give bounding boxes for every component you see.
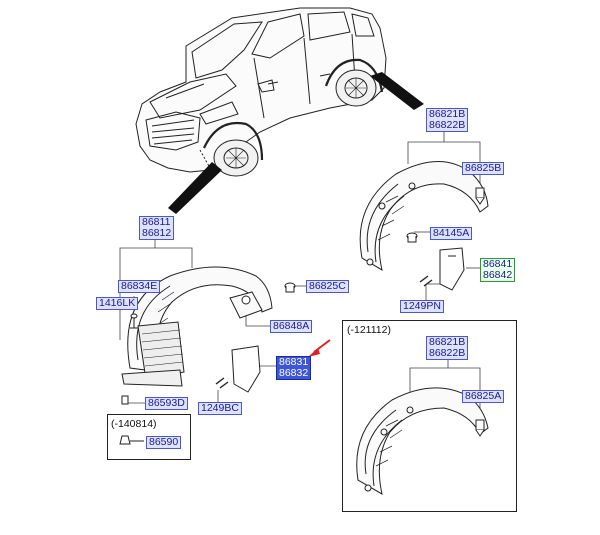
part-number-86811: 86811 bbox=[142, 216, 171, 228]
part-number-86842: 86842 bbox=[483, 269, 513, 281]
part-label-86593D[interactable]: 86593D bbox=[145, 397, 188, 410]
part-number-86821B: 86821B bbox=[429, 108, 466, 120]
part-label-1249BC[interactable]: 1249BC bbox=[198, 402, 242, 415]
date-note-right: (-121112) bbox=[347, 324, 391, 336]
inset-wheel-liner bbox=[356, 387, 489, 496]
part-label-86848A[interactable]: 86848A bbox=[270, 320, 313, 333]
part-number-86822B-inset: 86822B bbox=[429, 347, 466, 359]
rear-callout-wedge bbox=[370, 72, 424, 110]
front-callout-wedge bbox=[168, 162, 222, 214]
rear-wheel-liner bbox=[359, 161, 489, 272]
part-label-86831-86832[interactable]: 86831 86832 bbox=[276, 356, 312, 380]
suv-illustration bbox=[135, 7, 387, 177]
part-number-86821B-inset: 86821B bbox=[429, 336, 466, 348]
part-label-1249PN[interactable]: 1249PN bbox=[400, 300, 444, 313]
part-label-86825C[interactable]: 86825C bbox=[306, 280, 349, 293]
part-number-86812: 86812 bbox=[142, 227, 172, 239]
part-number-86841: 86841 bbox=[483, 258, 513, 270]
clip-86590 bbox=[119, 435, 144, 445]
leader-lines bbox=[119, 130, 481, 420]
inset-part-label-86821B-86822B[interactable]: 86821B 86822B bbox=[426, 336, 469, 360]
part-label-1416LK[interactable]: 1416LK bbox=[96, 297, 139, 310]
inset-clip bbox=[475, 419, 485, 437]
part-number-86832: 86832 bbox=[279, 367, 309, 379]
part-label-86825A[interactable]: 86825A bbox=[462, 390, 505, 403]
inset-box-left bbox=[107, 414, 191, 460]
part-label-86811-86812[interactable]: 86811 86812 bbox=[139, 216, 175, 240]
part-number-86822B: 86822B bbox=[429, 119, 466, 131]
part-label-86834E[interactable]: 86834E bbox=[118, 280, 161, 293]
inset-box-right bbox=[342, 320, 517, 512]
red-arrow bbox=[308, 339, 331, 357]
part-label-86590[interactable]: 86590 bbox=[146, 436, 182, 449]
part-label-86841-86842[interactable]: 86841 86842 bbox=[480, 258, 516, 282]
part-label-86825B[interactable]: 86825B bbox=[462, 162, 505, 175]
rear-clips bbox=[406, 187, 485, 291]
part-number-86831: 86831 bbox=[279, 356, 309, 368]
front-clips bbox=[121, 282, 296, 405]
part-label-84145A[interactable]: 84145A bbox=[430, 227, 473, 240]
front-wheel-liner bbox=[121, 266, 273, 387]
date-note-left: (-140814) bbox=[111, 418, 157, 430]
part-label-86821B-86822B[interactable]: 86821B 86822B bbox=[426, 108, 469, 132]
